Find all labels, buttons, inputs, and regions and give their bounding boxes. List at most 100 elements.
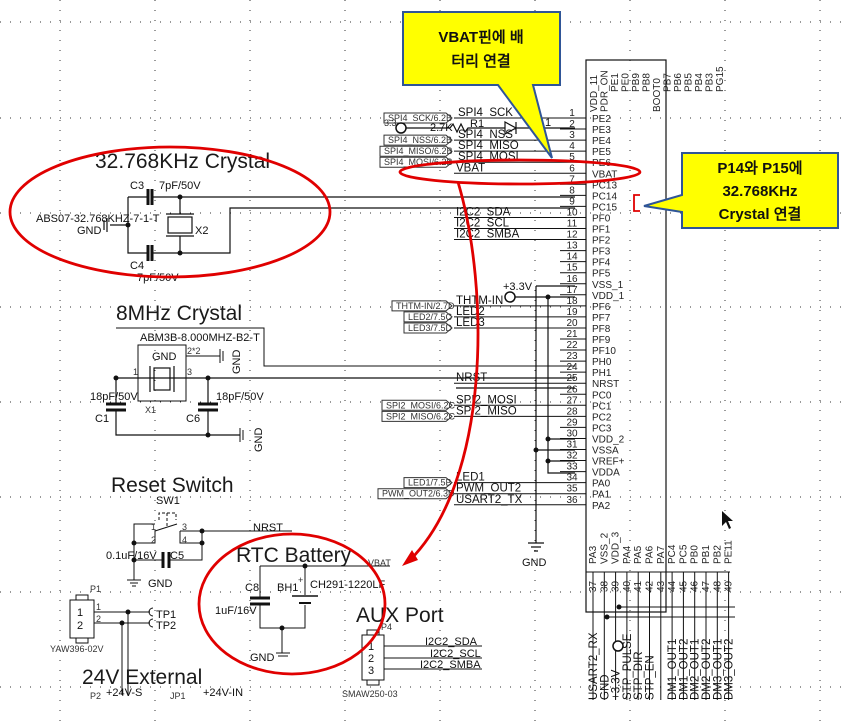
callout-pc14-shape — [643, 152, 839, 229]
mcu-pin-number: 39 — [611, 580, 622, 592]
mcu-pin-name: PC3 — [592, 423, 612, 434]
x2-crystal — [167, 216, 193, 234]
v33-label: +3.3V — [503, 281, 533, 293]
mcu-pin-number: 43 — [656, 580, 667, 592]
plus24in-label: +24V-IN — [203, 687, 243, 699]
mcu-pin-number: 11 — [567, 219, 578, 230]
mcu-pin-number: 46 — [690, 580, 701, 592]
hier-tag-label: SPI4_SCK/6.2B — [388, 113, 452, 123]
net-label: SPI2_MOSI — [456, 394, 517, 406]
bh1-part: CH291-1220LF — [310, 579, 385, 591]
net-label: SPI4_SCK — [458, 107, 513, 119]
c4-ref: C4 — [130, 260, 144, 272]
highlight-vbat-pin — [398, 158, 642, 186]
mcu-pin-number: 40 — [622, 580, 633, 592]
net-label: VBAT — [456, 162, 485, 174]
mcu-pin-name: VDD_1 — [592, 291, 625, 302]
mcu-pin-number: 42 — [645, 580, 656, 592]
hier-tag — [377, 488, 453, 500]
d-pin: 1 — [545, 117, 551, 129]
net-label: USART2_TX — [456, 494, 523, 506]
mcu-pin-name: PF6 — [592, 302, 611, 313]
x1-pin3: 3 — [187, 367, 192, 377]
plus24s-label: +24V-S — [106, 687, 142, 699]
connector-tab — [75, 594, 89, 601]
mcu-pin-number: 5 — [569, 152, 575, 163]
junction — [616, 604, 622, 610]
mcu-pin-number: 36 — [566, 495, 578, 506]
junction — [279, 625, 285, 631]
mcu-pin-number: 30 — [566, 428, 578, 439]
mcu-pin-name: PA1 — [592, 490, 611, 501]
mcu-pin-name: VSS_1 — [592, 280, 624, 291]
c6-ref: C6 — [186, 413, 200, 425]
junction — [604, 614, 610, 620]
callout-pc14-line3: Crystal 연결 — [719, 205, 802, 223]
mcu-pin-name: PF2 — [592, 236, 611, 247]
c8-capacitor — [250, 596, 270, 606]
sw1-contact — [154, 523, 178, 532]
gnd-symbol — [528, 542, 544, 552]
net-label: SPI2_MISO — [456, 405, 517, 417]
mcu-top-pin-name: PB7 — [663, 73, 674, 92]
x2-plates — [166, 213, 194, 237]
junction — [205, 375, 211, 381]
hier-tag-label: LED1/7.5B — [408, 478, 452, 488]
mcu-top-pin-name: BOOT0 — [652, 78, 663, 112]
mcu-pin-name: PC2 — [592, 412, 612, 423]
net-label: DM1_OUT2 — [678, 639, 690, 700]
load-cap-wires — [115, 378, 240, 436]
mcu-pin-name: PA2 — [592, 501, 611, 512]
sw1-actuator — [158, 512, 177, 526]
c8-value: 1uF/16V — [215, 605, 257, 617]
mcu-pin-name: PH1 — [592, 368, 612, 379]
vdd-rail — [515, 296, 575, 474]
net-label: DM1_OUT1 — [667, 639, 679, 700]
mcu-bottom-pin-name: PA6 — [645, 545, 656, 564]
net-label: I2C2_SDA — [456, 206, 511, 218]
p4-ref: P4 — [381, 622, 392, 632]
mcu-left-pins: 1PE22PE33PE44PE55PE66VBATVBAT7PC138PC149… — [454, 107, 625, 512]
x2-ref: X2 — [195, 225, 208, 237]
mcu-pin-name: VREF+ — [592, 457, 625, 468]
callout-vbat-line1: VBAT핀에 배 — [438, 29, 523, 46]
jp1-ref: JP1 — [170, 691, 186, 701]
net-label: I2C2_SMBA — [456, 229, 520, 241]
callout-vbat-shape — [402, 11, 561, 159]
section-title-24v: 24V External — [82, 666, 202, 689]
c3-c4-capacitors — [146, 189, 154, 261]
c1-ref: C1 — [95, 413, 109, 425]
net-label: STP_EN — [645, 655, 657, 700]
section-title-rtc: RTC Battery — [236, 544, 352, 567]
mcu-pin-number: 10 — [566, 207, 578, 218]
aux-part: SMAW250-03 — [342, 689, 398, 699]
hier-tag-label: PWM_OUT2/6.3D — [382, 489, 455, 499]
p1-pin2-num: 2 — [96, 614, 101, 624]
mcu-pin-number: 29 — [566, 417, 578, 428]
vbat-net: VBAT — [368, 558, 391, 568]
hier-tag — [379, 145, 453, 157]
junction — [113, 375, 119, 381]
junction — [199, 528, 205, 534]
mcu-pin-number: 48 — [712, 580, 723, 592]
mcu-pin-number: 14 — [566, 252, 578, 263]
net-label: SPI4_MISO — [458, 140, 519, 152]
v33-terminal — [504, 291, 516, 303]
x1-ref: X1 — [145, 405, 156, 415]
aux-block: AUX Port P4 1 2 3 I2C2_SDA I2C2_SCL I2C2… — [342, 604, 482, 699]
mcu-top-pin-name: PDR_ON — [600, 70, 611, 112]
connector-tab — [75, 637, 89, 644]
c8-ref: C8 — [245, 582, 259, 594]
mcu-pin-number: 2 — [569, 119, 575, 130]
aux-wires — [384, 645, 482, 670]
highlight-rtc-battery — [197, 532, 387, 676]
mcu-pin-number: 3 — [569, 130, 575, 141]
mcu-bottom-pin-name: PA4 — [622, 545, 633, 564]
mcu-pin-name: VBAT — [592, 169, 617, 180]
mcu-bottom-pin-name: PA5 — [633, 545, 644, 564]
sw1-wires — [133, 523, 292, 580]
hier-tag-label: LED2/7.5C — [408, 312, 453, 322]
external-block: P1 1 2 1 2 TP1 TP2 YAW396-02V 24V Extern… — [50, 584, 243, 701]
mcu-pin-name: PA0 — [592, 479, 611, 490]
spi4-block: SPI4_SCK/6.2BSPI4_NSS/6.2BSPI4_MISO/6.2B… — [379, 112, 575, 168]
